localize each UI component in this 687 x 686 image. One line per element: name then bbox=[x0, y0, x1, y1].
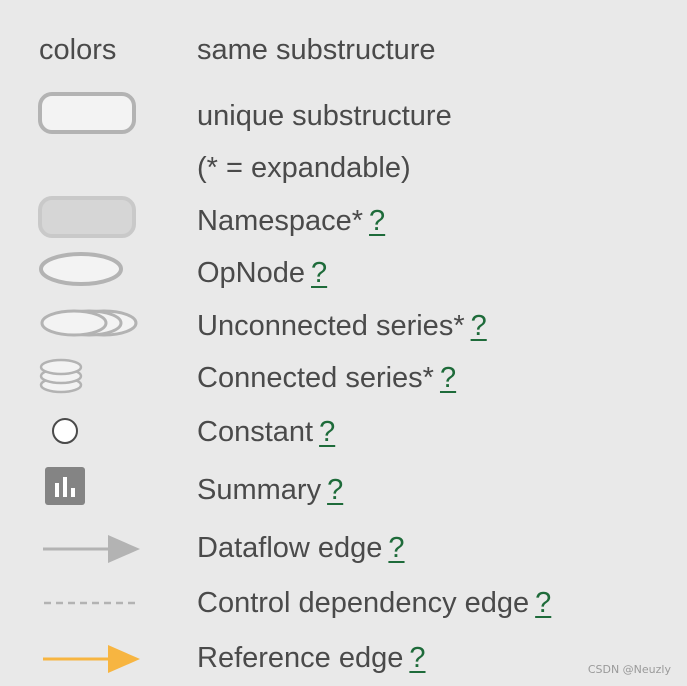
opnode-label: OpNode bbox=[197, 257, 306, 289]
unconnected-series-icon bbox=[40, 309, 138, 337]
unique-substructure-icon bbox=[38, 92, 136, 134]
unconnected-series-help-link[interactable]: ? bbox=[470, 310, 487, 342]
colors-label: colors bbox=[39, 34, 117, 66]
opnode-icon bbox=[39, 252, 123, 286]
dataflow-edge-label: Dataflow edge bbox=[197, 532, 383, 564]
dataflow-edge-help-link[interactable]: ? bbox=[388, 532, 405, 564]
legend-item-reference-edge: Reference edge? bbox=[197, 640, 426, 676]
legend-item-summary: Summary? bbox=[197, 472, 343, 508]
reference-edge-help-link[interactable]: ? bbox=[409, 642, 426, 674]
constant-icon bbox=[52, 418, 78, 444]
legend-item-control-dependency-edge: Control dependency edge? bbox=[197, 585, 551, 621]
control-dependency-edge-help-link[interactable]: ? bbox=[535, 587, 552, 619]
connected-series-label: Connected series* bbox=[197, 362, 434, 394]
legend-item-namespace: Namespace*? bbox=[197, 203, 385, 239]
namespace-label: Namespace* bbox=[197, 205, 364, 237]
unique-substructure-label: unique substructure bbox=[197, 100, 452, 132]
legend-item-opnode: OpNode? bbox=[197, 255, 327, 291]
reference-edge-label: Reference edge bbox=[197, 642, 404, 674]
control-dependency-edge-label: Control dependency edge bbox=[197, 587, 530, 619]
opnode-help-link[interactable]: ? bbox=[311, 257, 328, 289]
constant-label: Constant bbox=[197, 416, 314, 448]
summary-label: Summary bbox=[197, 474, 322, 506]
connected-series-icon bbox=[39, 358, 83, 394]
connected-series-help-link[interactable]: ? bbox=[439, 362, 457, 394]
legend-item-connected-series: Connected series*? bbox=[197, 360, 456, 396]
legend-item-dataflow-edge: Dataflow edge? bbox=[197, 530, 405, 566]
reference-edge-icon bbox=[43, 645, 140, 673]
summary-help-link[interactable]: ? bbox=[327, 474, 344, 506]
control-dependency-edge-icon bbox=[44, 601, 138, 605]
constant-help-link[interactable]: ? bbox=[319, 416, 336, 448]
legend-item-unconnected-series: Unconnected series*? bbox=[197, 308, 487, 344]
watermark: CSDN @Neuzly bbox=[587, 663, 671, 676]
unconnected-series-label: Unconnected series* bbox=[197, 310, 465, 342]
dataflow-edge-icon bbox=[43, 535, 140, 563]
namespace-help-link[interactable]: ? bbox=[369, 205, 386, 237]
namespace-icon bbox=[38, 196, 136, 238]
legend-item-constant: Constant? bbox=[197, 414, 335, 450]
summary-icon bbox=[45, 467, 85, 505]
same-substructure-label: same substructure bbox=[197, 34, 436, 66]
expandable-note: (* = expandable) bbox=[197, 152, 411, 184]
